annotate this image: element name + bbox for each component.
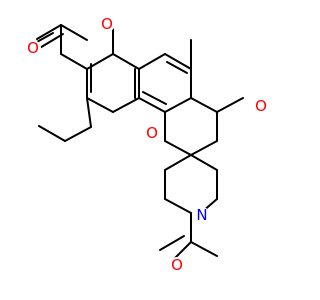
bond-line [190,241,218,257]
atom-o-ring-lactone: O [99,15,115,33]
bond-line [159,235,185,251]
bond-line [138,97,166,113]
bond-line [37,33,64,50]
bond-line [190,97,218,113]
bond-line [142,91,167,105]
bond-line [86,97,114,113]
bonds [27,24,244,261]
bond-line [164,198,192,214]
atom-o-carbonyl-lactone: O [25,39,41,57]
svg-text:O: O [27,39,39,57]
bond-line [112,53,140,70]
bond-line [216,97,244,113]
bond-line [36,24,62,40]
bond-line [86,97,92,128]
bond-line [172,241,192,261]
bond-line [164,97,192,113]
svg-text:O: O [146,124,158,142]
bond-line [60,24,88,41]
bond-line [38,125,66,142]
svg-text:O: O [101,15,113,33]
bond-line [164,154,192,171]
bond-line [166,61,188,74]
structure-diagram: O O O O N O [25,15,269,274]
atom-o-ring-spiro: O [144,124,160,142]
bond-line [164,53,192,70]
bond-line [112,97,140,113]
svg-text:O: O [171,256,183,274]
bond-line [190,140,218,156]
bond-line [60,53,88,70]
atom-n-piperidine: N [194,206,210,224]
svg-text:O: O [255,97,267,115]
atom-o-carbonyl-acetyl: O [169,256,185,274]
bond-line [64,126,92,142]
bond-line [164,140,192,156]
atom-labels: O O O O N O [25,15,269,274]
bond-line [190,154,218,171]
atom-o-carbonyl-ketone: O [253,97,269,115]
svg-text:N: N [196,206,207,224]
bond-line [138,53,166,70]
bond-line [86,53,114,70]
